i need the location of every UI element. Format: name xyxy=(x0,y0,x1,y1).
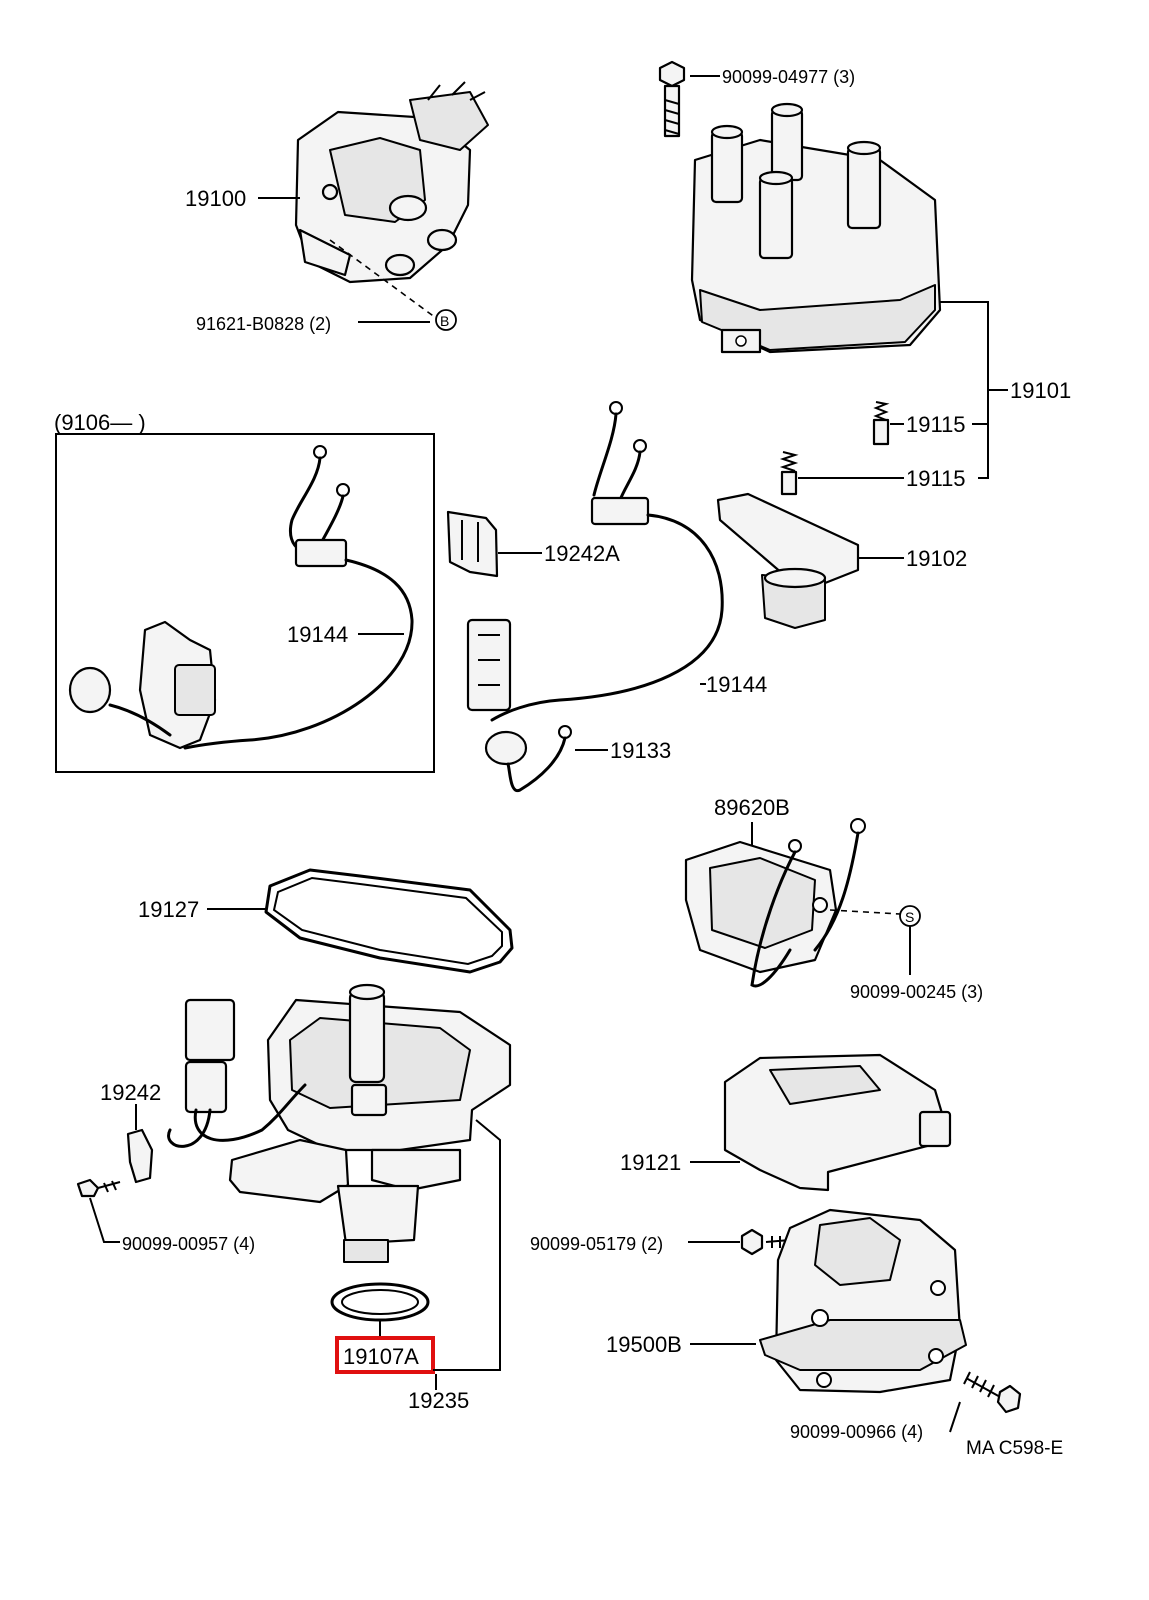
housing-19500b-drawing xyxy=(759,1208,967,1394)
label-19133: 19133 xyxy=(610,738,671,763)
highlight-box-19107a xyxy=(335,1336,435,1374)
diagram-code: MA C598-E xyxy=(966,1438,1063,1459)
label-19127: 19127 xyxy=(138,897,199,922)
label-90099-05179: 90099-05179 (2) xyxy=(530,1234,663,1254)
label-90099-00966: 90099-00966 (4) xyxy=(790,1422,923,1442)
rotor-19102-drawing xyxy=(716,492,860,629)
label-90099-00957: 90099-00957 (4) xyxy=(122,1234,255,1254)
label-19100: 19100 xyxy=(185,186,246,211)
label-90099-04977: 90099-04977 (3) xyxy=(722,67,855,87)
kit-9106-frame xyxy=(55,433,435,773)
harness-19144-drawing xyxy=(466,401,724,722)
label-19115-a: 19115 xyxy=(906,412,966,437)
spring-19115-b-drawing xyxy=(779,451,799,496)
clip-19242a-drawing xyxy=(446,510,499,578)
spring-19115-a-drawing xyxy=(872,401,890,446)
label-19121: 19121 xyxy=(620,1150,681,1175)
label-19144-a: 19144 xyxy=(287,622,348,647)
label-90099-00245: 90099-00245 (3) xyxy=(850,982,983,1002)
label-19144-b: 19144 xyxy=(706,672,767,697)
label-19102: 19102 xyxy=(906,546,967,571)
connector-harness-drawing xyxy=(167,998,307,1148)
distributor-cap-drawing xyxy=(690,102,942,354)
cover-19121-drawing xyxy=(723,1053,952,1192)
label-89620b: 89620B xyxy=(714,795,790,820)
bolt-00966-drawing xyxy=(963,1371,1022,1414)
sensor-19133-drawing xyxy=(484,725,572,793)
label-19107a[interactable]: 19107A xyxy=(343,1344,419,1369)
label-19115-b: 19115 xyxy=(906,466,966,491)
marker-b-label: B xyxy=(440,313,449,329)
label-19101: 19101 xyxy=(1010,378,1071,403)
label-19500b: 19500B xyxy=(606,1332,682,1357)
gasket-19127-drawing xyxy=(264,868,514,974)
pickup-coil-kit-drawing xyxy=(68,445,414,750)
screw-00957-drawing xyxy=(76,1178,121,1198)
clip-19242-drawing xyxy=(126,1128,154,1184)
bolt-04977-drawing xyxy=(658,60,686,138)
distributor-assembly-drawing xyxy=(294,81,489,284)
marker-b-icon xyxy=(435,309,457,331)
label-19242: 19242 xyxy=(100,1080,161,1105)
igniter-89620b-drawing xyxy=(684,818,866,988)
housing-19235-drawing xyxy=(228,983,512,1263)
label-19242a: 19242A xyxy=(544,541,620,566)
label-9106: (9106— ) xyxy=(54,410,146,435)
label-91621-b0828: 91621-B0828 (2) xyxy=(196,314,331,334)
label-19235: 19235 xyxy=(408,1388,469,1413)
marker-s-label: S xyxy=(905,909,914,925)
